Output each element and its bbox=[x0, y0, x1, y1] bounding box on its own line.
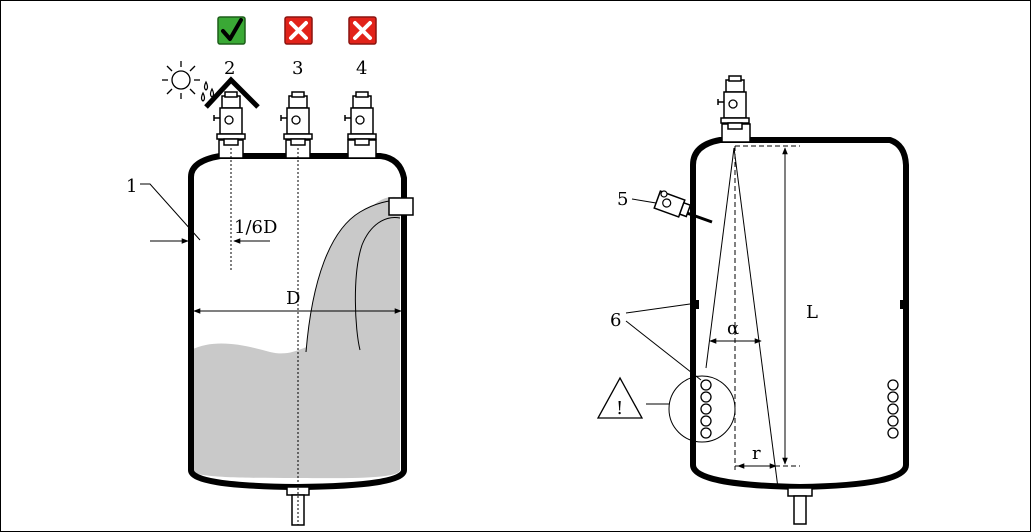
left-tank: 1/6D D 1 2 3 4 bbox=[126, 16, 414, 526]
check-icon bbox=[217, 16, 246, 45]
callout-5-leader bbox=[631, 198, 657, 204]
warning-symbol: ! bbox=[616, 398, 623, 419]
heating-coil-left bbox=[700, 379, 712, 439]
heating-coil-right bbox=[887, 379, 899, 439]
left-tank-liquid bbox=[191, 196, 400, 479]
right-outlet-pipe bbox=[793, 495, 807, 525]
cross-icon bbox=[348, 16, 377, 45]
sensor-position-4 bbox=[344, 91, 377, 146]
side-mounted-sensor bbox=[653, 190, 713, 224]
left-strut bbox=[690, 300, 699, 309]
right-strut bbox=[900, 300, 909, 309]
rain-drops-icon bbox=[200, 80, 215, 102]
callout-6-leader-a bbox=[625, 303, 691, 314]
label-r: r bbox=[752, 443, 761, 464]
sensor-position-2 bbox=[213, 91, 246, 146]
beam-edge-left bbox=[705, 147, 735, 369]
label-1: 1 bbox=[126, 176, 137, 197]
detail-circle bbox=[668, 375, 736, 443]
right-tank-shell bbox=[690, 137, 909, 490]
right-sensor bbox=[717, 75, 750, 130]
inflow-stream-edge bbox=[305, 199, 401, 353]
label-alpha: α bbox=[727, 318, 739, 339]
label-3: 3 bbox=[292, 58, 303, 79]
label-6: 6 bbox=[610, 310, 621, 331]
warning-triangle-icon: ! bbox=[596, 376, 644, 419]
label-d: D bbox=[286, 288, 300, 309]
label-2: 2 bbox=[224, 58, 235, 79]
callout-6-leader-b bbox=[625, 320, 702, 381]
right-tank: L α r bbox=[596, 75, 909, 525]
sensor-position-3 bbox=[280, 91, 313, 146]
label-4: 4 bbox=[356, 58, 367, 79]
right-outlet-flange bbox=[787, 487, 813, 497]
label-5: 5 bbox=[617, 189, 628, 210]
callout-1-leader bbox=[140, 183, 201, 241]
side-inlet bbox=[388, 197, 414, 216]
label-l: L bbox=[806, 302, 818, 323]
weather-protection-cover bbox=[204, 76, 260, 109]
left-tank-shell bbox=[188, 153, 407, 490]
inflow-stream-edge-2 bbox=[354, 216, 401, 351]
beam-edge-right bbox=[733, 147, 779, 489]
label-one-sixth-d: 1/6D bbox=[234, 217, 277, 238]
inflow-stream bbox=[306, 200, 400, 352]
sun-icon bbox=[162, 61, 200, 99]
cross-icon bbox=[284, 16, 313, 45]
